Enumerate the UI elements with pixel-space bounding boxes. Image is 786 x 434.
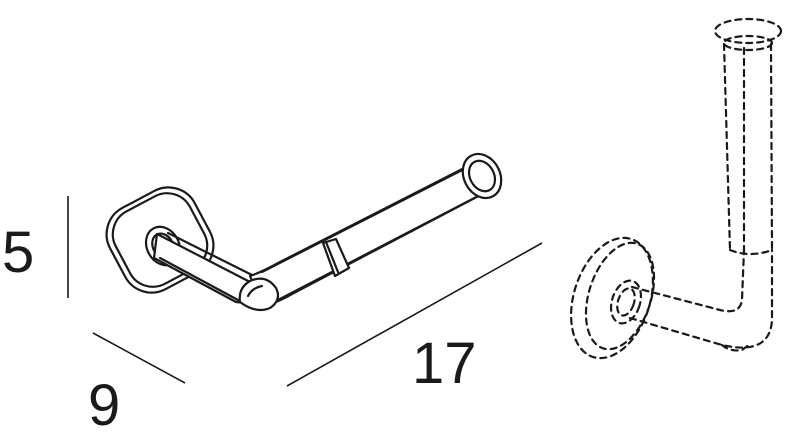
roll-holder-solid-view: [105, 152, 503, 312]
width-dimension-line: [286, 242, 543, 387]
dashed-arm: [630, 248, 746, 313]
dimension-lines: [67, 196, 543, 387]
roll-rod: [248, 161, 490, 307]
end-cap: [461, 152, 503, 200]
dimension-labels: 5 9 17: [2, 220, 477, 434]
height-label: 5: [2, 220, 34, 285]
roll-holder-dashed-view: [569, 17, 783, 360]
dashed-rod-left: [722, 42, 732, 252]
dashed-top-cap: [713, 17, 783, 45]
dashed-elbow: [720, 342, 752, 352]
depth-dimension-line: [92, 332, 186, 384]
depth-label: 9: [88, 373, 120, 434]
dashed-rod-right: [769, 42, 774, 252]
elbow-knuckle: [238, 277, 280, 312]
width-label: 17: [412, 331, 477, 396]
